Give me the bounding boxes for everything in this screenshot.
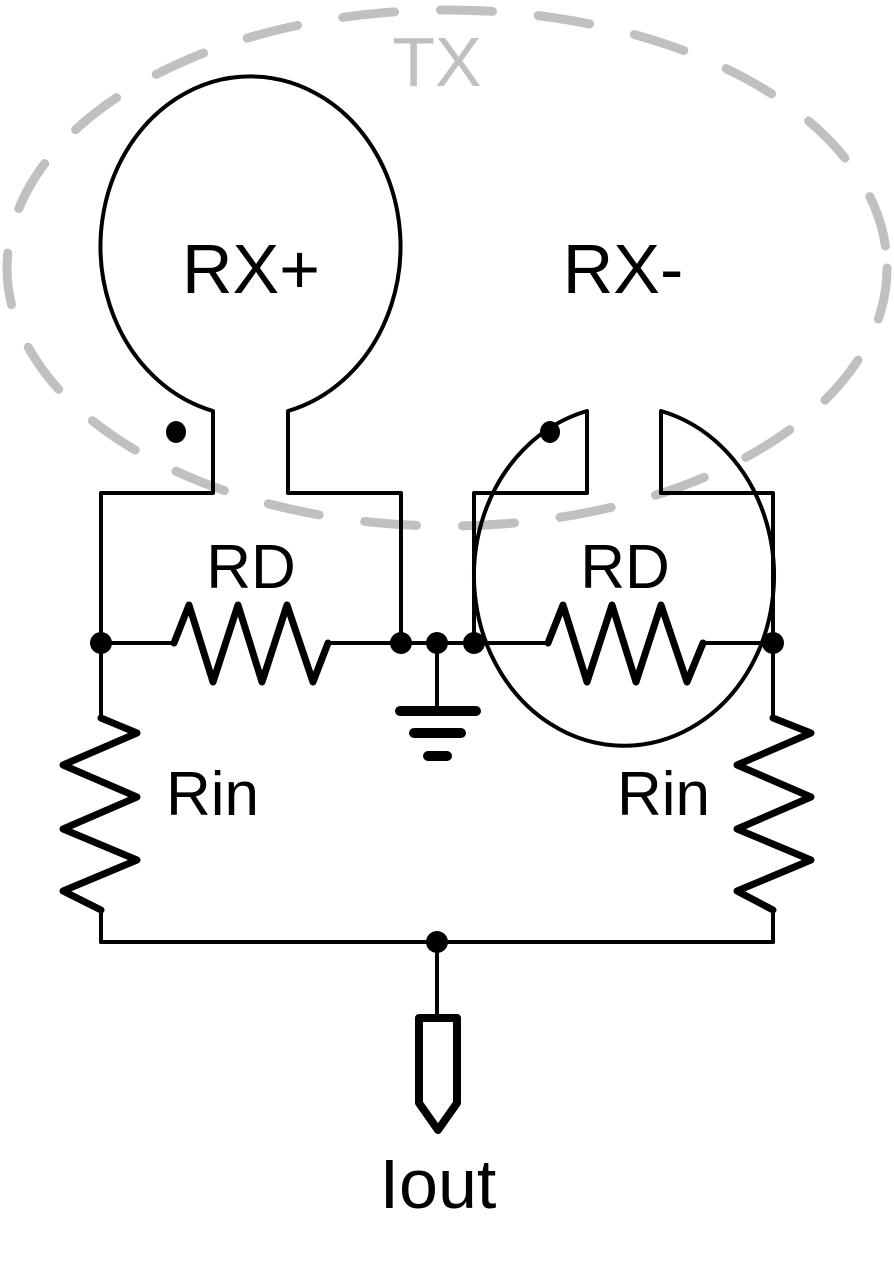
tx-coil [2, 5, 892, 531]
rd-left-label: RD [206, 533, 296, 602]
junction-center-right [463, 632, 485, 654]
rd-left-resistor [170, 601, 332, 686]
rx-plus-label: RX+ [182, 230, 320, 308]
output-terminal-icon [415, 1014, 461, 1134]
rx-minus-label: RX- [563, 230, 684, 308]
output-label: Iout [380, 1145, 497, 1223]
rin-left-resistor [59, 714, 141, 914]
junction-center-left [390, 632, 412, 654]
rd-right-label: RD [580, 533, 670, 602]
rx-plus-coil-lead [99, 491, 215, 645]
rin-right-label: Rin [617, 760, 710, 829]
rx-minus-coil-lead [472, 491, 589, 645]
rin-left-label: Rin [166, 760, 259, 829]
rx-plus-polarity-dot [166, 421, 186, 443]
rx-minus-polarity-dot [540, 421, 560, 443]
rx-minus-coil [472, 409, 776, 748]
rx-plus-coil [98, 74, 403, 643]
ground-icon [395, 706, 481, 761]
tx-label: TX [392, 23, 481, 101]
rd-right-resistor [544, 601, 707, 686]
rin-right-resistor [733, 714, 815, 914]
